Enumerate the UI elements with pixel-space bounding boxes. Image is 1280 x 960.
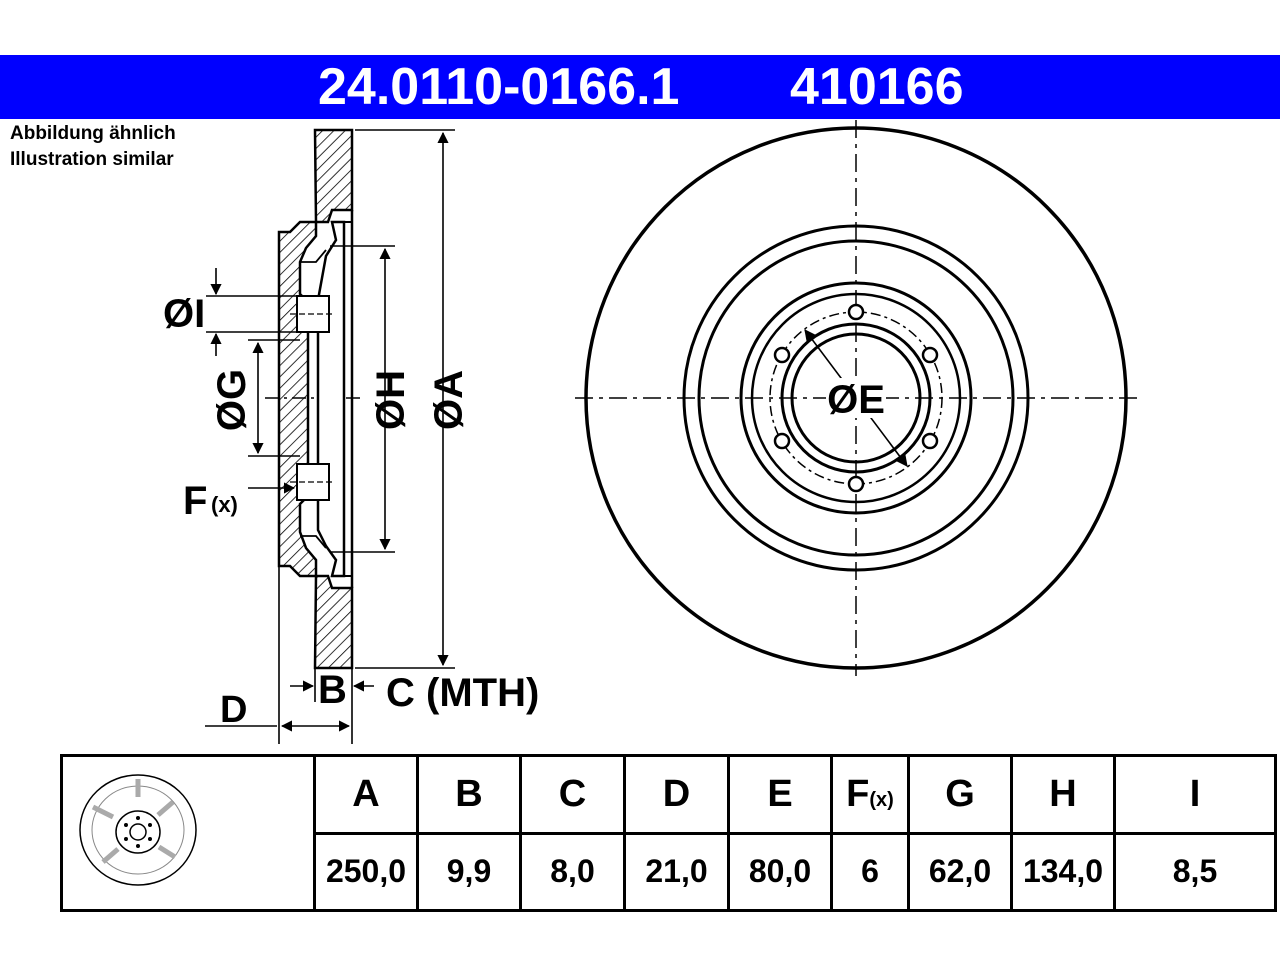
spec-header-row: A B C D E F(x) G H I <box>60 754 1277 912</box>
label-dia-g: ØG <box>210 369 254 431</box>
value-c: 8,0 <box>519 831 626 912</box>
value-d: 21,0 <box>623 831 730 912</box>
label-dia-h: ØH <box>369 370 413 430</box>
title-banner: 24.0110-0166.1 410166 <box>0 55 1280 119</box>
disc-side-section <box>265 128 360 670</box>
label-dia-i: ØI <box>163 292 205 336</box>
header-f-cell: F(x) <box>830 754 910 835</box>
value-h: 134,0 <box>1010 831 1116 912</box>
label-f: F <box>183 479 207 523</box>
header-f-sub: (x) <box>869 788 894 811</box>
label-f-sub: (x) <box>211 492 238 517</box>
label-b: B <box>318 668 347 712</box>
value-g: 62,0 <box>907 831 1013 912</box>
spec-value-row: 250,0 9,9 8,0 21,0 80,0 6 62,0 134,0 8,5 <box>62 831 1277 912</box>
label-d: D <box>220 689 247 731</box>
value-i: 8,5 <box>1113 831 1277 912</box>
header-e: E <box>727 754 833 835</box>
note-line-1: Abbildung ähnlich <box>10 123 176 144</box>
header-i: I <box>1113 754 1277 835</box>
article-number: 24.0110-0166.1 <box>318 58 680 116</box>
label-c: C (MTH) <box>386 671 539 715</box>
disc-thumbnail-icon <box>79 774 197 886</box>
disc-front-view <box>575 120 1138 676</box>
header-b: B <box>416 754 522 835</box>
header-d: D <box>623 754 730 835</box>
label-dia-a: ØA <box>427 370 471 430</box>
value-b: 9,9 <box>416 831 522 912</box>
note-line-2: Illustration similar <box>10 149 174 170</box>
label-dia-e: ØE <box>827 378 885 422</box>
header-f: F <box>846 772 870 815</box>
header-c: C <box>519 754 626 835</box>
header-g: G <box>907 754 1013 835</box>
value-a: 250,0 <box>313 831 419 912</box>
value-e: 80,0 <box>727 831 833 912</box>
header-a: A <box>313 754 419 835</box>
short-number: 410166 <box>790 58 964 116</box>
spec-table: A B C D E F(x) G H I 250,0 9,9 8,0 21,0 … <box>60 754 1277 912</box>
value-f: 6 <box>830 831 910 912</box>
header-h: H <box>1010 754 1116 835</box>
dimension-lines <box>205 129 455 744</box>
disc-thumbnail-cell <box>60 754 316 912</box>
